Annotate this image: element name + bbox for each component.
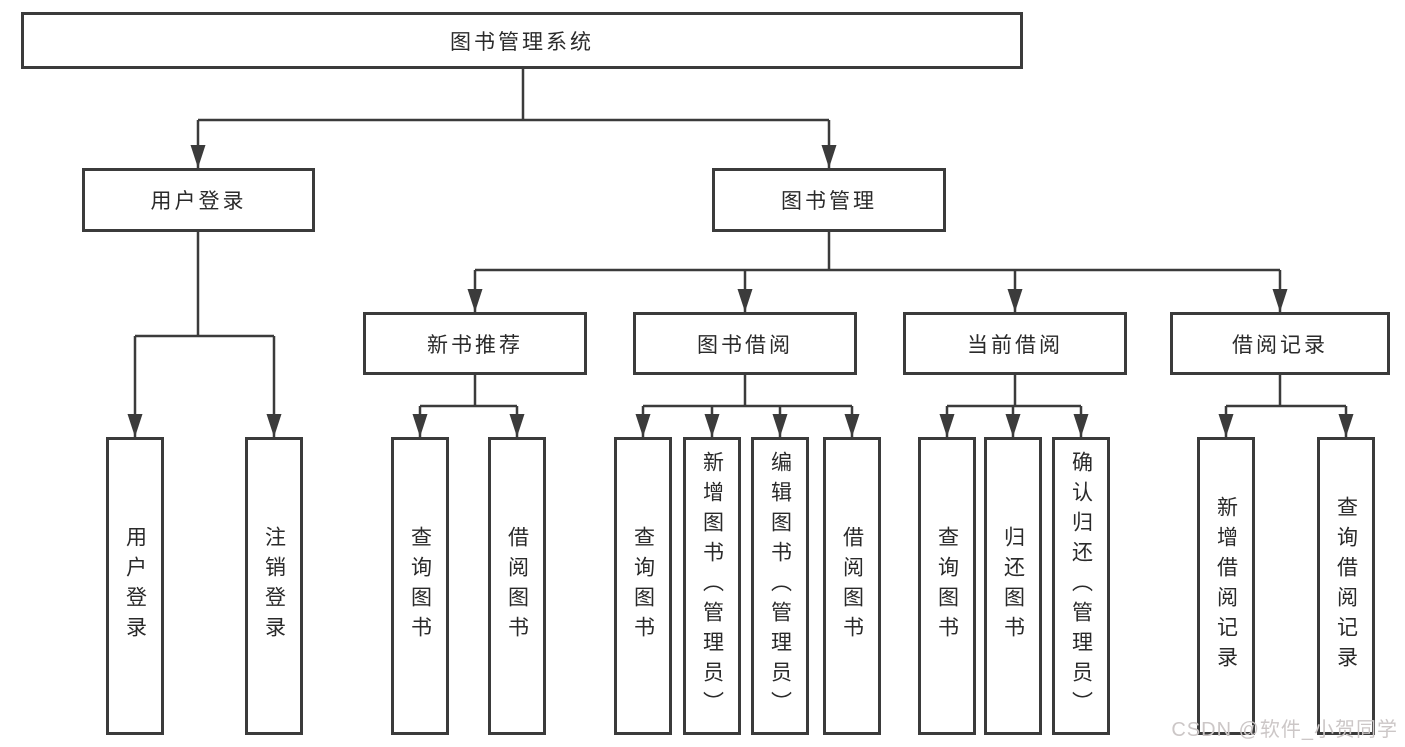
leaf-label: 编辑图书（管理员） <box>768 451 792 721</box>
leaf-logout: 注销登录 <box>245 437 303 735</box>
leaf-user-login: 用户登录 <box>106 437 164 735</box>
leaf-label: 归还图书 <box>1001 526 1025 646</box>
leaf-edit-books-admin: 编辑图书（管理员） <box>751 437 809 735</box>
leaf-current-query-books: 查询图书 <box>918 437 976 735</box>
leaf-label: 新增借阅记录 <box>1214 496 1238 676</box>
leaf-label: 查询图书 <box>935 526 959 646</box>
node-new-book-recommend: 新书推荐 <box>363 312 587 375</box>
node-label: 图书借阅 <box>697 333 793 357</box>
node-label: 当前借阅 <box>967 333 1063 357</box>
node-book-management-branch: 图书管理 <box>712 168 946 232</box>
leaf-label: 借阅图书 <box>505 526 529 646</box>
leaf-borrowing-query-books: 查询图书 <box>614 437 672 735</box>
connector-new-book-recommend-to-leaves <box>418 375 519 437</box>
leaf-label: 查询图书 <box>631 526 655 646</box>
connector-root-to-branches <box>196 69 831 168</box>
leaf-label: 注销登录 <box>262 526 286 646</box>
node-user-login-branch: 用户登录 <box>82 168 315 232</box>
leaf-label: 新增图书（管理员） <box>700 451 724 721</box>
leaf-label: 确认归还（管理员） <box>1069 451 1093 721</box>
leaf-query-borrow-record: 查询借阅记录 <box>1317 437 1375 735</box>
leaf-label: 用户登录 <box>123 526 147 646</box>
leaf-label: 查询借阅记录 <box>1334 496 1358 676</box>
connector-borrowing-records-to-leaves <box>1224 375 1348 437</box>
node-label: 借阅记录 <box>1232 333 1328 357</box>
leaf-recommend-query-books: 查询图书 <box>391 437 449 735</box>
node-book-borrowing: 图书借阅 <box>633 312 857 375</box>
node-label: 图书管理系统 <box>450 30 594 54</box>
leaf-confirm-return-admin: 确认归还（管理员） <box>1052 437 1110 735</box>
arrowheads <box>127 145 1354 437</box>
node-borrowing-records: 借阅记录 <box>1170 312 1390 375</box>
leaf-label: 借阅图书 <box>840 526 864 646</box>
leaf-label: 查询图书 <box>408 526 432 646</box>
connector-user-login-to-leaves <box>133 232 276 437</box>
leaf-recommend-borrow-books: 借阅图书 <box>488 437 546 735</box>
node-label: 用户登录 <box>150 190 247 213</box>
csdn-watermark: CSDN @软件_小贺同学 <box>1171 719 1398 741</box>
node-library-management-system: 图书管理系统 <box>21 12 1023 69</box>
leaf-return-books: 归还图书 <box>984 437 1042 735</box>
node-current-borrowing: 当前借阅 <box>903 312 1127 375</box>
leaf-borrowing-borrow-books: 借阅图书 <box>823 437 881 735</box>
connector-book-borrowing-to-leaves <box>641 375 854 437</box>
connector-book-management-to-modules <box>473 232 1282 312</box>
node-label: 图书管理 <box>781 190 877 213</box>
leaf-add-books-admin: 新增图书（管理员） <box>683 437 741 735</box>
leaf-add-borrow-record: 新增借阅记录 <box>1197 437 1255 735</box>
node-label: 新书推荐 <box>427 333 523 357</box>
